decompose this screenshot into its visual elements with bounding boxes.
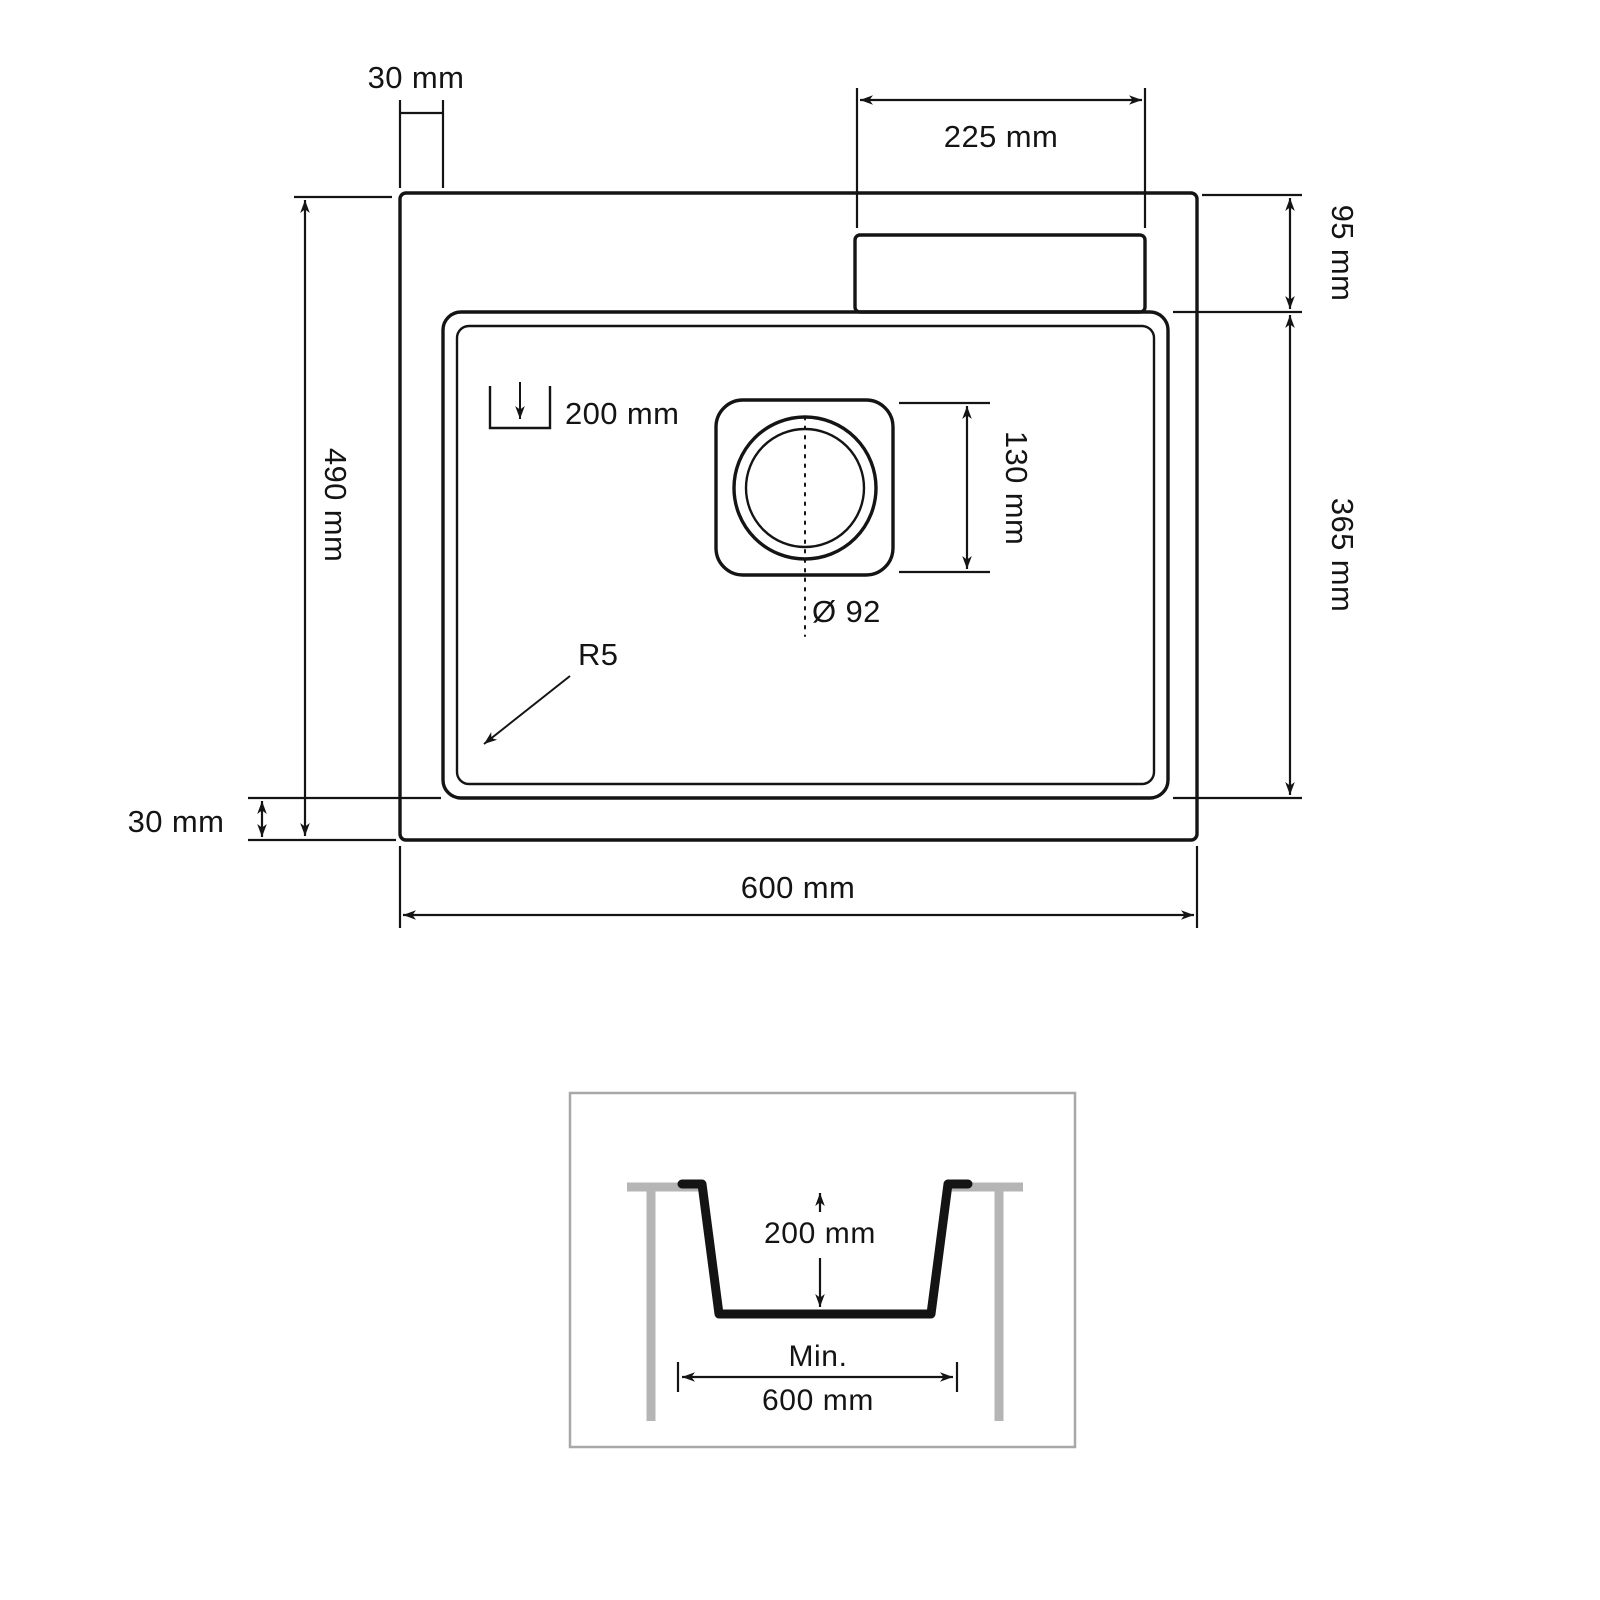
drain-diameter-label: Ø 92 [812,594,881,629]
dim-rim-offset-top: 30 mm [368,60,465,188]
corner-radius-label: R5 [578,637,618,672]
dim-label-min-width: 600 mm [762,1384,874,1417]
sink-outer-edge [398,191,1199,842]
dim-label-min: Min. [788,1340,847,1373]
dim-label-basin-length: 365 mm [1325,498,1360,612]
dim-label-drain-square: 130 mm [999,431,1034,545]
dim-rim-offset-bottom: 30 mm [128,796,441,842]
cross-section: 200 mm Min. 600 mm [568,1091,1077,1449]
drain-square [714,398,895,577]
sink-profile [677,1179,973,1319]
dim-drain-square: 130 mm [899,401,1034,574]
basin-rim-inner [455,324,1156,786]
basin-rim-outer [441,310,1170,800]
dim-section-depth: 200 mm [764,1193,876,1307]
bowl-depth-label: 200 mm [565,396,679,431]
dim-overall-width: 600 mm [398,846,1199,928]
dim-label-overall-depth: 490 mm [318,448,353,562]
dim-label-overall-width: 600 mm [741,870,855,905]
leader-arrow-icon [483,675,571,745]
depth-symbol-icon [488,382,552,430]
dim-min-cabinet-width: Min. 600 mm [676,1340,959,1417]
cross-section-frame [568,1091,1077,1449]
dim-tap-ledge-width: 225 mm [855,88,1147,228]
dim-label-tap-ledge-width: 225 mm [944,119,1058,154]
dim-label-rim-offset-top: 30 mm [368,60,465,95]
dim-overall-depth: 490 mm [294,195,392,836]
dimensions: 30 mm 225 mm 95 mm 365 mm 490 mm [128,60,1360,928]
dim-label-ledge-depth: 95 mm [1325,205,1360,302]
dim-ledge-depth: 95 mm [1173,193,1360,314]
dim-label-rim-offset-bottom: 30 mm [128,804,225,839]
corner-radius-callout: R5 [483,637,618,745]
top-view: Ø 92 200 mm R5 [398,191,1199,842]
dim-basin-length: 365 mm [1173,315,1360,800]
dim-label-section-depth: 200 mm [764,1217,876,1250]
